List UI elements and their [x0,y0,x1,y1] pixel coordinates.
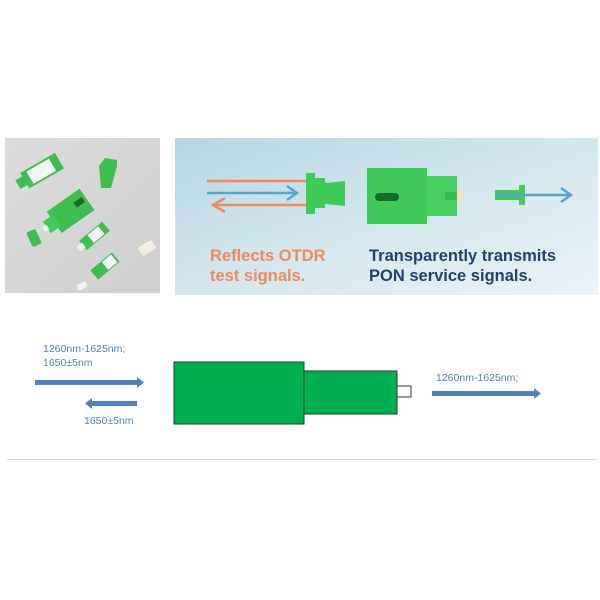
reflect-arrow-left [92,401,137,406]
filter-body [173,361,305,425]
filter-neck [303,370,398,415]
output-wavelength-label: 1260nm-1625nm; [436,372,519,384]
reflect-arrowhead [210,196,226,214]
transmit-caption: Transparently transmits PON service sign… [369,247,557,285]
ferrule [396,385,412,398]
schematic-diagram [35,361,541,425]
input-arrowhead [286,184,300,202]
divider [7,459,597,460]
product-photo [5,138,160,293]
input-arrow [35,380,137,385]
reflect-caption: Reflects OTDR test signals. [210,247,326,285]
output-arrow [432,391,534,396]
output-arrowhead [560,186,574,204]
otdr-banner: Reflects OTDR test signals. Transparentl… [175,138,598,295]
input-wavelength-label: 1260nm-1625nm; 1650±5nm [43,343,126,369]
reflect-wavelength-label: 1650±5nm [84,415,134,427]
signal-illustration [207,168,574,224]
plug-green [306,173,345,214]
connectors-illustration [15,152,156,291]
